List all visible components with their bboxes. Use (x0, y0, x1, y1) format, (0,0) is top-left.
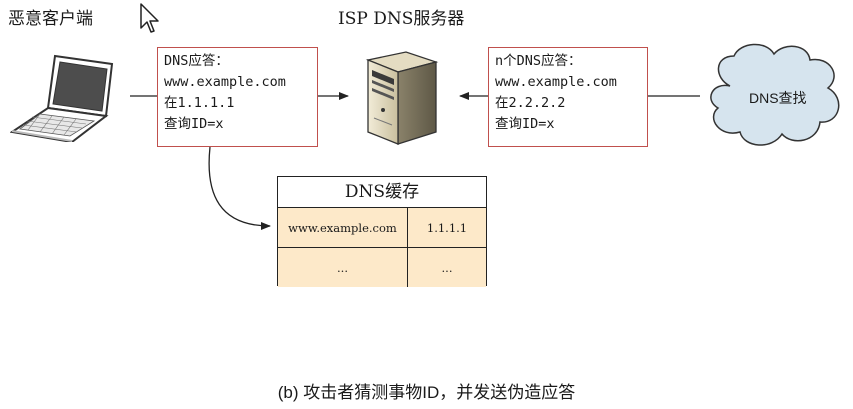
cursor-icon (140, 3, 159, 33)
cloud-label: DNS查找 (749, 90, 807, 106)
upstream-reply-line: n个DNS应答： (495, 53, 582, 69)
attacker-label: 恶意客户端 (8, 9, 93, 29)
table-row: ... ... (278, 247, 486, 287)
cache-ip-cell: 1.1.1.1 (426, 220, 468, 235)
cache-title: DNS缓存 (278, 177, 486, 208)
server-icon (365, 51, 439, 145)
cache-insert-arrow (208, 146, 271, 230)
forged-reply-line: 查询ID=x (164, 116, 224, 132)
dns-cache-table: DNS缓存 www.example.com 1.1.1.1 ... ... (277, 176, 487, 287)
forged-reply-line: www.example.com (164, 74, 286, 90)
cloud-icon (710, 43, 840, 146)
arrows-layer (130, 92, 700, 230)
cache-ip-cell: ... (441, 260, 453, 275)
upstream-reply-line: 在2.2.2.2 (495, 95, 566, 111)
cache-domain-cell: ... (278, 248, 408, 287)
laptop-icon (10, 54, 114, 142)
table-row: www.example.com 1.1.1.1 (278, 208, 486, 247)
upstream-reply-line: 查询ID=x (495, 116, 555, 132)
upstream-reply-box: n个DNS应答： www.example.com 在2.2.2.2 查询ID=x (488, 47, 648, 147)
cache-domain-cell: www.example.com (278, 208, 408, 247)
upstream-reply-line: www.example.com (495, 74, 617, 90)
server-label: ISP DNS服务器 (338, 9, 465, 29)
forged-reply-box: DNS应答： www.example.com 在1.1.1.1 查询ID=x (157, 47, 318, 147)
forged-reply-line: 在1.1.1.1 (164, 95, 235, 111)
figure-caption: (b) 攻击者猜测事物ID，并发送伪造应答 (277, 383, 576, 402)
forged-reply-line: DNS应答： (164, 53, 229, 69)
